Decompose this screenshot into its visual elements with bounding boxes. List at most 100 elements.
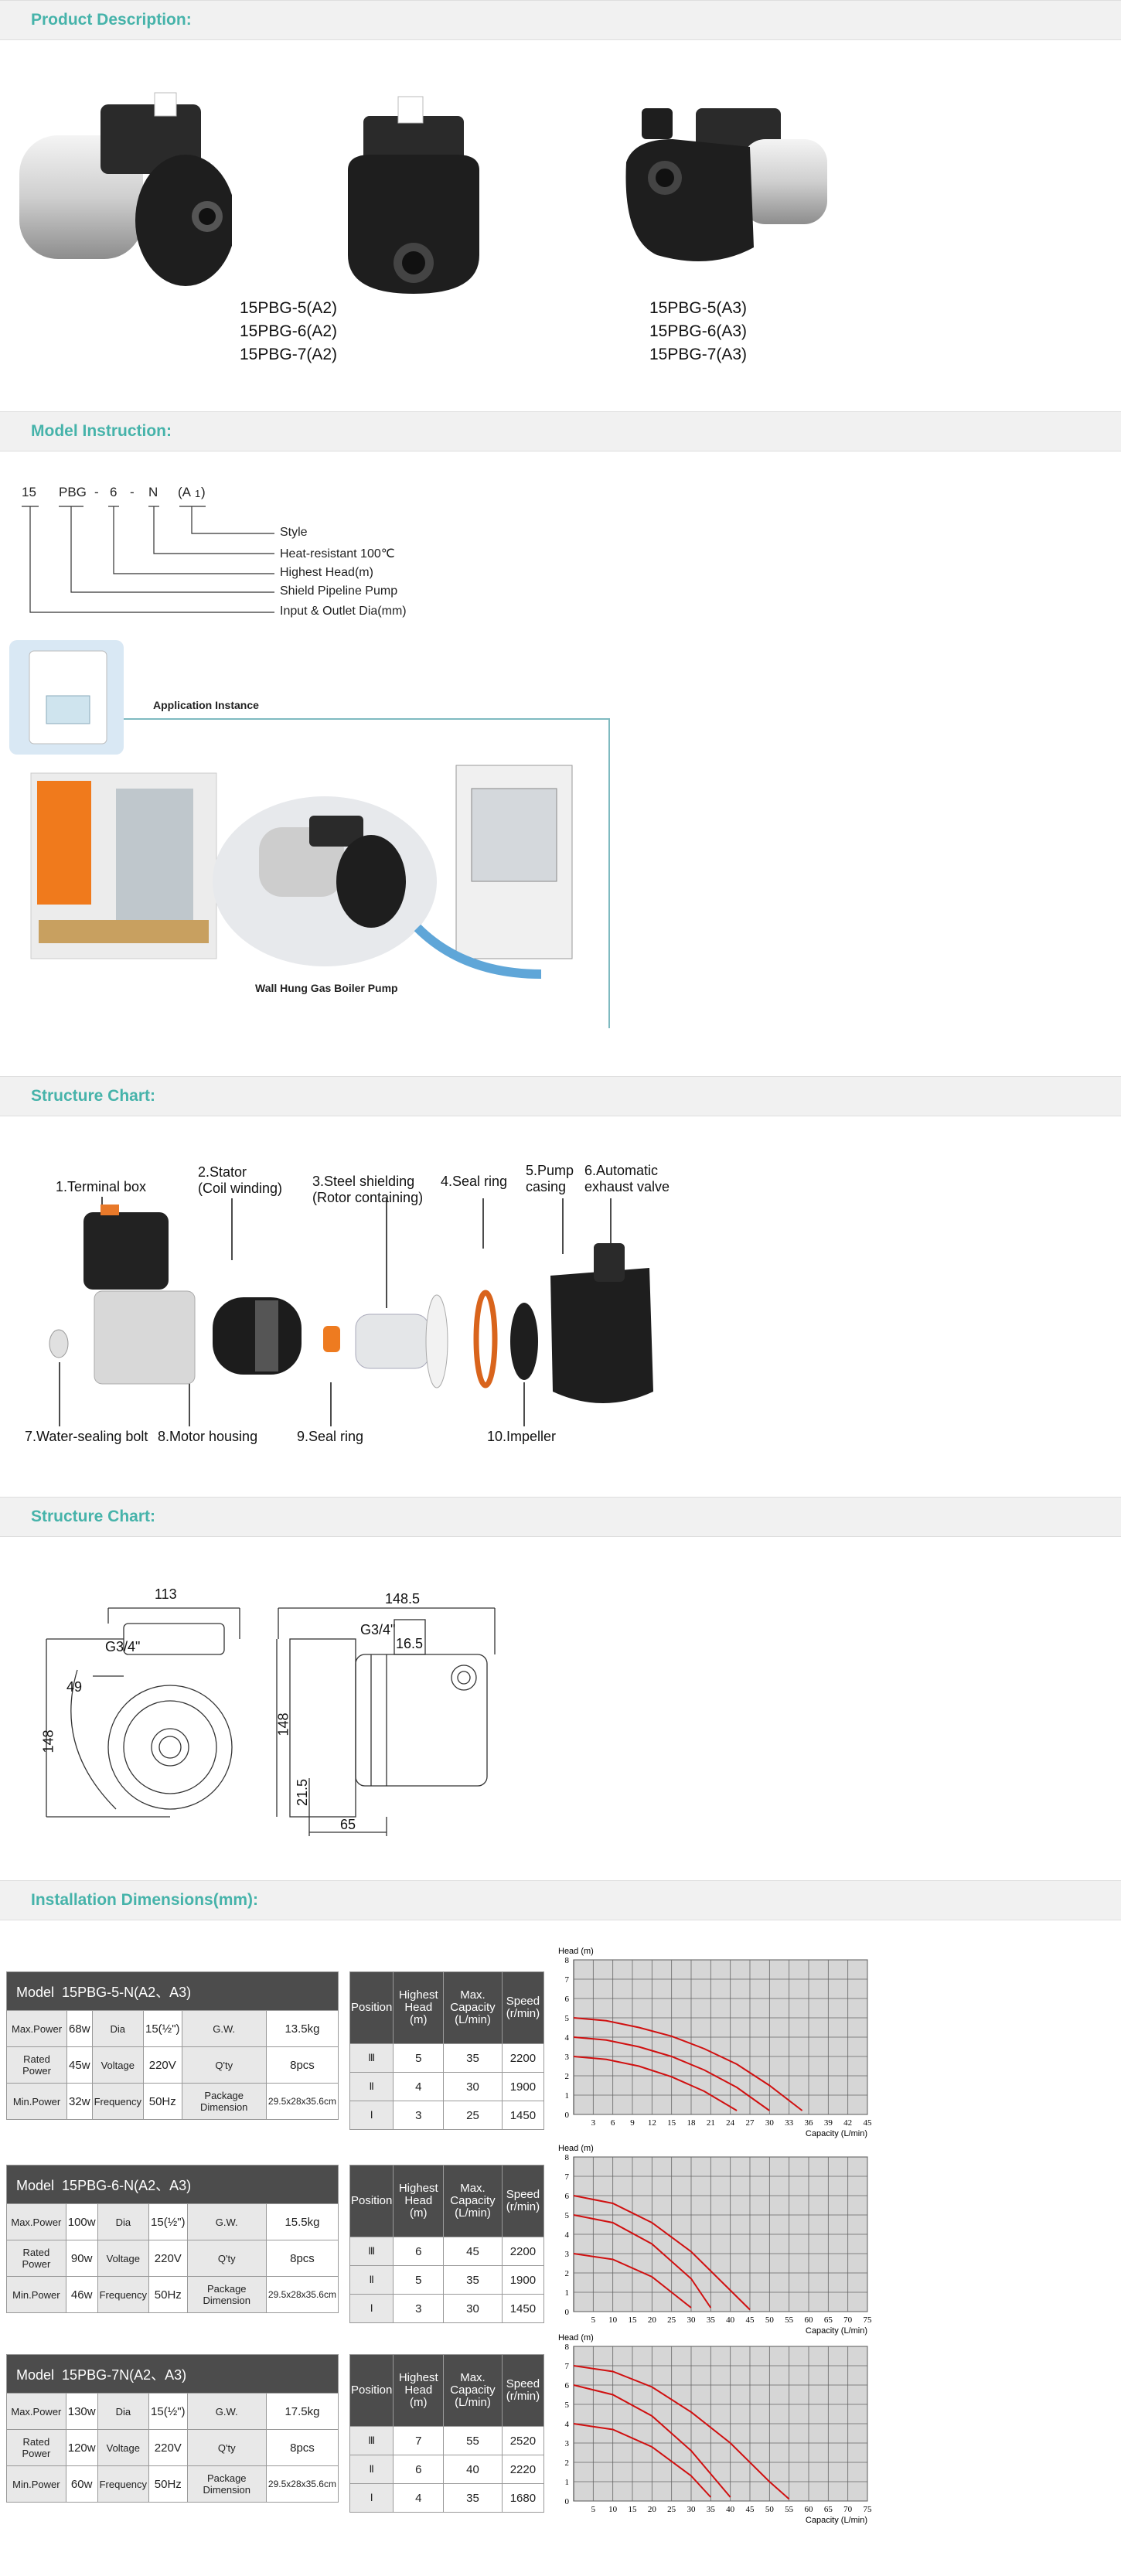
perf-header: Speed (r/min) [501,2354,545,2427]
x-axis-label: Capacity (L/min) [806,2326,867,2336]
spec-value: 90w [65,2240,98,2277]
y-tick-label: 1 [565,2091,570,2101]
y-tick-label: 7 [565,2362,570,2371]
spec-value: 100w [65,2203,98,2240]
spec-label: Voltage [97,2429,150,2466]
perf-cell: 6 [393,2455,445,2484]
y-tick-label: 7 [565,1975,570,1985]
x-tick-label: 42 [843,2118,852,2128]
spec-label: Min.Power [6,2465,66,2503]
part-label-terminal-box: 1.Terminal box [56,1179,147,1194]
part-label-line: 5.Pump [526,1163,574,1178]
model-value: 15PBG-6-N(A2、A3) [62,2177,192,2193]
x-tick-label: 45 [746,2505,755,2514]
perf-cell: Ⅱ [349,2072,394,2101]
x-tick-label: 9 [630,2118,635,2128]
model-name: 15PBG-5(A3) [649,299,748,317]
dim-65: 65 [340,1817,356,1832]
spec-label: Max.Power [5,2010,68,2047]
code-part: - [130,485,135,499]
spec-value: 15(½") [143,2010,182,2047]
y-axis-label: Head (m) [558,1947,594,1956]
dim-49: 49 [66,1679,83,1695]
perf-cell: Ⅲ [349,2426,394,2455]
x-tick-label: 70 [843,2315,853,2325]
perf-cell: 5 [393,2265,445,2295]
perf-cell: Ⅱ [349,2265,394,2295]
perf-header: Highest Head (m) [393,2165,445,2237]
spec-label: G.W. [186,2203,267,2240]
section-header-product-description: Product Description: [0,0,1121,40]
spec-value: 50Hz [143,2083,182,2120]
x-tick-label: 75 [864,2315,873,2325]
performance-curve [573,2365,790,2500]
perf-cell: 3 [393,2294,445,2323]
y-tick-label: 7 [565,2172,570,2182]
spec-value: 68w [66,2010,93,2047]
x-tick-label: 30 [687,2505,697,2514]
code-part: 6 [110,485,118,499]
x-tick-label: 10 [608,2505,618,2514]
part-label-line: 6.Automatic [584,1163,659,1178]
perf-cell: 4 [393,2483,445,2513]
spec-value: 50Hz [148,2465,188,2503]
model-code-leader-lines [22,506,274,613]
model-list-a3: 15PBG-5(A3) 15PBG-6(A3) 15PBG-7(A3) [649,297,747,366]
perf-cell: 1900 [501,2072,545,2101]
y-tick-label: 1 [565,2478,570,2487]
y-tick-label: 5 [565,2014,570,2023]
spec-value: 8pcs [265,2429,339,2466]
spec-label: Package Dimension [186,2465,267,2503]
y-tick-label: 0 [565,2111,570,2120]
dim-front-thread: G3/4" [105,1639,141,1654]
x-tick-label: 6 [611,2118,615,2128]
performance-curve [573,2017,803,2111]
model-label: Model [16,2177,55,2193]
x-tick-label: 40 [726,2505,735,2514]
part-label-line: exhaust valve [584,1179,670,1194]
section-title: Structure Chart: [31,1087,156,1105]
spec-label: Min.Power [6,2276,66,2313]
perf-cell: 1450 [501,2294,545,2323]
perf-cell: 25 [443,2101,503,2130]
dim-side-height: 148 [275,1712,291,1736]
y-tick-label: 2 [565,2458,570,2468]
section-title: Installation Dimensions(mm): [31,1891,259,1909]
perf-header: Position [349,2165,394,2237]
code-part: 1 [195,488,201,499]
perf-cell: 5 [393,2043,445,2073]
spec-label: Frequency [91,2083,145,2120]
perf-header: Speed (r/min) [501,2165,545,2237]
model-name: 15PBG-7(A2) [240,346,338,363]
perf-cell: 1680 [501,2483,545,2513]
spec-label: Dia [97,2203,150,2240]
x-tick-label: 40 [726,2315,735,2325]
part-label-steel-shielding: 3.Steel shielding(Rotor containing) [312,1174,423,1206]
spec-label: Q'ty [181,2046,267,2084]
perf-cell: Ⅰ [349,2294,394,2323]
spec-model-cell: Model 15PBG-6-N(A2、A3) [6,2165,339,2204]
x-tick-label: 12 [648,2118,656,2128]
x-tick-label: 50 [765,2505,775,2514]
spec-label: Package Dimension [181,2083,267,2120]
perf-cell: 30 [443,2072,503,2101]
dim-16-5: 16.5 [396,1636,424,1651]
x-tick-label: 25 [667,2505,676,2514]
code-label-head: Highest Head(m) [280,566,373,579]
performance-curve [573,2195,751,2311]
x-tick-label: 65 [824,2505,833,2514]
x-tick-label: 55 [785,2315,794,2325]
perf-cell: 6 [393,2237,445,2266]
y-tick-label: 4 [565,2230,570,2240]
spec-value: 15.5kg [265,2203,339,2240]
section-title: Product Description: [31,11,192,29]
spec-label: Frequency [97,2276,150,2313]
part-label-seal-ring-9: 9.Seal ring [297,1429,364,1444]
y-tick-label: 5 [565,2401,570,2410]
spec-value: 29.5x28x35.6cm [265,2276,339,2313]
perf-cell: 35 [443,2265,503,2295]
y-tick-label: 2 [565,2072,570,2081]
